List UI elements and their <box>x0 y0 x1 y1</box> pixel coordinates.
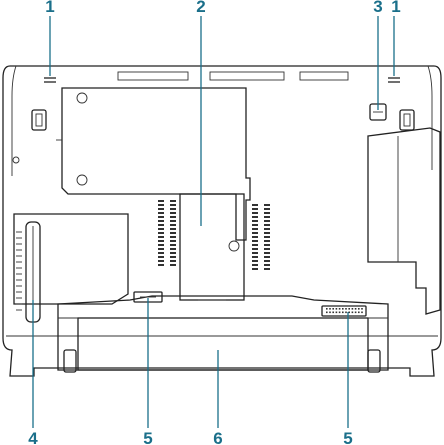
top-vent <box>117 71 349 81</box>
upper-compartment-cover <box>56 87 251 241</box>
side-vents <box>158 200 270 270</box>
callout-2: 2 <box>196 0 205 16</box>
callout-1-right: 1 <box>391 0 400 16</box>
callout-4: 4 <box>28 429 38 445</box>
callout-5-left: 5 <box>143 429 152 445</box>
rubber-foot-bottom-left <box>63 349 77 373</box>
memory-cover <box>179 193 245 301</box>
latch-grip <box>326 308 363 314</box>
battery-pack <box>57 295 389 371</box>
right-side-unit <box>367 127 441 315</box>
speaker-left <box>44 77 56 83</box>
callout-5-right: 5 <box>343 429 352 445</box>
rubber-foot-top-left <box>31 109 47 131</box>
rubber-foot-bottom-right <box>367 349 381 373</box>
rubber-foot-top-right <box>399 109 415 131</box>
callout-3: 3 <box>373 0 382 16</box>
speaker-right <box>388 77 400 83</box>
laptop-body <box>2 65 442 377</box>
hard-disk-bay <box>13 213 129 323</box>
hdd-ventilation <box>16 231 22 311</box>
callout-6: 6 <box>213 429 222 445</box>
callout-1-left: 1 <box>45 0 54 16</box>
battery-latch-right <box>321 305 367 317</box>
